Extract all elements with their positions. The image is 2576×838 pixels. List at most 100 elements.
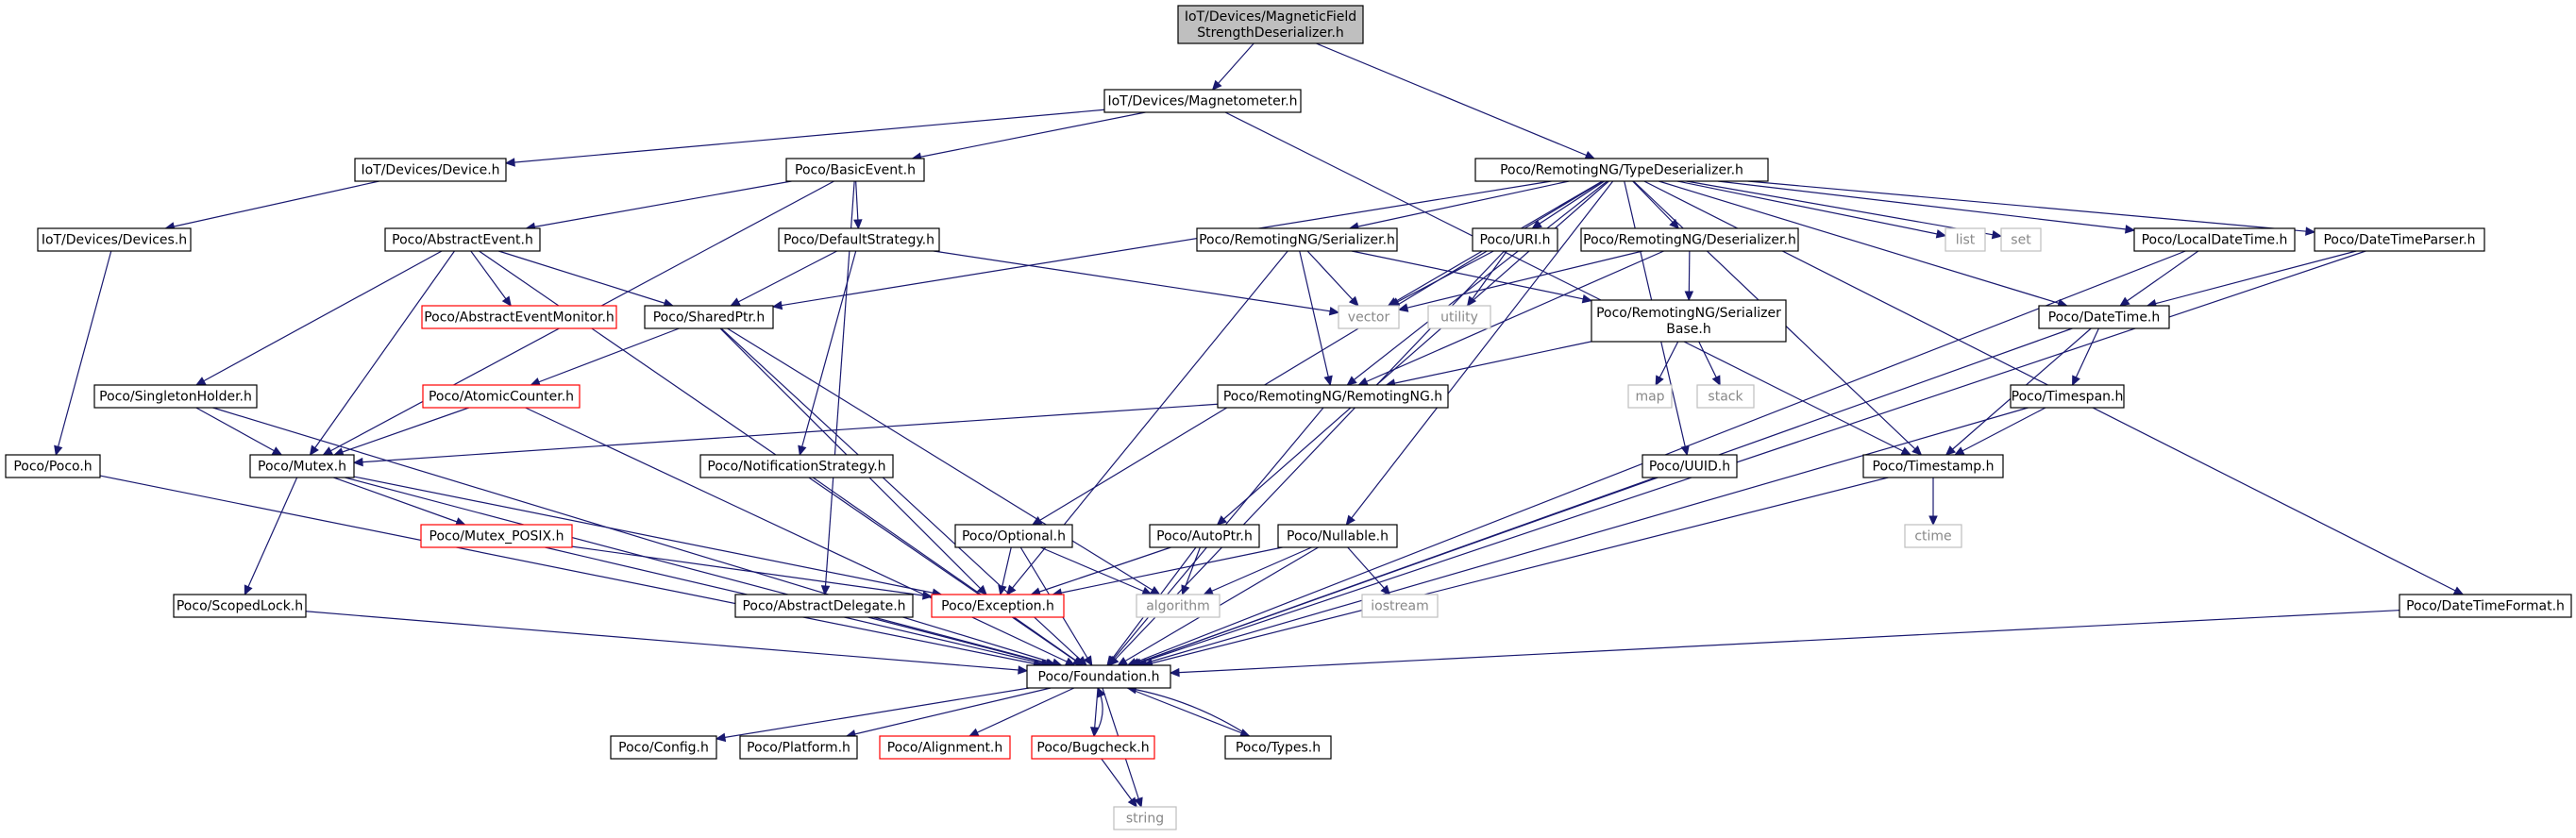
node-magnetometer[interactable]: IoT/Devices/Magnetometer.h [1103, 89, 1302, 113]
node-label-localdatetime: Poco/LocalDateTime.h [2142, 233, 2288, 248]
node-mutex[interactable]: Poco/Mutex.h [249, 454, 355, 478]
arrowhead-mutex-to-scopedlock [244, 584, 253, 596]
node-timespan[interactable]: Poco/Timespan.h [2010, 384, 2125, 409]
edge-serializerbase-to-remotingng [1386, 341, 1592, 386]
node-uuid[interactable]: Poco/UUID.h [1642, 454, 1738, 478]
arrowhead-sharedptr-to-exception [976, 584, 987, 595]
node-box-serializer [1196, 227, 1398, 252]
node-remotingng[interactable]: Poco/RemotingNG/RemotingNG.h [1217, 384, 1449, 409]
arrowhead-deserializer-to-serializerbase [1684, 291, 1694, 302]
node-nullable[interactable]: Poco/Nullable.h [1277, 524, 1398, 548]
arrowhead-basicevent-to-abstractdelegate [820, 585, 831, 596]
edge-optional-to-algorithm [1039, 546, 1153, 595]
node-aemonitor[interactable]: Poco/AbstractEventMonitor.h [421, 305, 617, 329]
node-label-datetime: Poco/DateTime.h [2048, 310, 2161, 326]
arrowhead-foundation-to-alignment [968, 728, 980, 737]
node-optional[interactable]: Poco/Optional.h [954, 524, 1073, 548]
node-box-autoptr [1149, 524, 1260, 548]
node-config[interactable]: Poco/Config.h [610, 735, 717, 760]
node-abstractdelegate[interactable]: Poco/AbstractDelegate.h [734, 594, 914, 618]
node-exception[interactable]: Poco/Exception.h [931, 594, 1065, 618]
node-mutexposix[interactable]: Poco/Mutex_POSIX.h [420, 524, 573, 548]
node-box-optional [954, 524, 1073, 548]
edge-basicevent-to-abstractevent [526, 180, 792, 229]
edge-localdatetime-to-datetime [2119, 250, 2199, 307]
node-box-mutexposix [420, 524, 573, 548]
arrowhead-defaultstrategy-to-notificationstrategy [798, 444, 807, 457]
node-device[interactable]: IoT/Devices/Device.h [354, 158, 507, 182]
edge-typedeserializer-to-deserializer [1632, 180, 1679, 229]
node-abstractevent[interactable]: Poco/AbstractEvent.h [384, 227, 541, 252]
arrowhead-nullable-to-iostream [1380, 584, 1391, 595]
node-label-string: string [1126, 812, 1164, 827]
node-box-singletonholder [93, 384, 258, 409]
node-sharedptr[interactable]: Poco/SharedPtr.h [644, 305, 774, 329]
arrowhead-typedeserializer-to-remotingng [1346, 376, 1357, 386]
node-timestamp[interactable]: Poco/Timestamp.h [1862, 454, 2004, 478]
node-label-device: IoT/Devices/Device.h [361, 163, 499, 178]
node-localdatetime[interactable]: Poco/LocalDateTime.h [2133, 227, 2296, 252]
node-string: string [1113, 806, 1177, 830]
node-scopedlock[interactable]: Poco/ScopedLock.h [173, 594, 307, 618]
edge-magnetometer-to-device [505, 109, 1105, 164]
node-foundation[interactable]: Poco/Foundation.h [1026, 664, 1171, 689]
edge-sharedptr-to-atomiccounter [530, 327, 680, 386]
arrowhead-deserializer-to-remotingng [1357, 377, 1369, 386]
node-atomiccounter[interactable]: Poco/AtomicCounter.h [422, 384, 581, 409]
arrowhead-deserializer-to-vector [1397, 303, 1409, 312]
node-label-mutexposix: Poco/Mutex_POSIX.h [429, 529, 564, 545]
node-notificationstrategy[interactable]: Poco/NotificationStrategy.h [699, 454, 894, 478]
arrowhead-serializer-to-remotingng [1323, 375, 1333, 387]
node-poco[interactable]: Poco/Poco.h [5, 454, 101, 478]
arrowhead-magnetometer-to-timestamp [1900, 446, 1912, 456]
node-utility: utility [1427, 305, 1491, 329]
edge-layer [54, 42, 2465, 809]
node-typedeserializer[interactable]: Poco/RemotingNG/TypeDeserializer.h [1474, 158, 1769, 182]
arrowhead-nullable-to-algorithm [1203, 586, 1215, 595]
node-singletonholder[interactable]: Poco/SingletonHolder.h [93, 384, 258, 409]
node-alignment[interactable]: Poco/Alignment.h [879, 735, 1011, 760]
node-root[interactable]: IoT/Devices/MagneticFieldStrengthDeseria… [1177, 5, 1364, 44]
node-serializer[interactable]: Poco/RemotingNG/Serializer.h [1196, 227, 1398, 252]
edge-typedeserializer-to-datetimeparser [1747, 180, 2315, 233]
node-types[interactable]: Poco/Types.h [1224, 735, 1332, 760]
edge-typedeserializer-to-localdatetime [1717, 180, 2135, 231]
node-bugcheck[interactable]: Poco/Bugcheck.h [1031, 735, 1155, 760]
node-box-list [1945, 227, 1986, 252]
node-label-basicevent: Poco/BasicEvent.h [795, 163, 916, 178]
node-label-aemonitor: Poco/AbstractEventMonitor.h [424, 310, 615, 326]
arrowhead-serializer-to-exception [1006, 584, 1017, 595]
node-autoptr[interactable]: Poco/AutoPtr.h [1149, 524, 1260, 548]
edge-remotingng-to-mutex [353, 403, 1219, 463]
arrowhead-uri-to-utility [1466, 295, 1477, 307]
edge-defaultstrategy-to-sharedptr [730, 250, 838, 307]
node-devices[interactable]: IoT/Devices/Devices.h [37, 227, 192, 252]
node-basicevent[interactable]: Poco/BasicEvent.h [785, 158, 925, 182]
node-box-root [1177, 5, 1364, 44]
arrowhead-devices-to-poco [54, 444, 63, 457]
node-platform[interactable]: Poco/Platform.h [739, 735, 858, 760]
node-uri[interactable]: Poco/URI.h [1472, 227, 1558, 252]
node-box-exception [931, 594, 1065, 618]
node-box-abstractdelegate [734, 594, 914, 618]
arrowhead-abstractevent-to-singletonholder [194, 377, 207, 386]
node-box-uuid [1642, 454, 1738, 478]
node-label-notificationstrategy: Poco/NotificationStrategy.h [707, 460, 885, 475]
node-label-timespan: Poco/Timespan.h [2012, 390, 2124, 405]
node-box-vector [1338, 305, 1400, 329]
node-box-set [2000, 227, 2042, 252]
edge-root-to-typedeserializer [1316, 42, 1595, 159]
node-label-atomiccounter: Poco/AtomicCounter.h [429, 390, 574, 405]
node-label-datetimeparser: Poco/DateTimeParser.h [2323, 233, 2475, 248]
edge-timespan-to-timestamp [1954, 407, 2046, 456]
node-datetime[interactable]: Poco/DateTime.h [2038, 305, 2170, 329]
node-box-basicevent [785, 158, 925, 182]
node-box-datetimeparser [2314, 227, 2485, 252]
node-defaultstrategy[interactable]: Poco/DefaultStrategy.h [778, 227, 940, 252]
edge-typedeserializer-to-serializer [1349, 180, 1570, 229]
node-deserializer[interactable]: Poco/RemotingNG/Deserializer.h [1580, 227, 1799, 252]
node-label-algorithm: algorithm [1146, 599, 1210, 614]
node-datetimeformat[interactable]: Poco/DateTimeFormat.h [2399, 594, 2572, 618]
node-datetimeparser[interactable]: Poco/DateTimeParser.h [2314, 227, 2485, 252]
